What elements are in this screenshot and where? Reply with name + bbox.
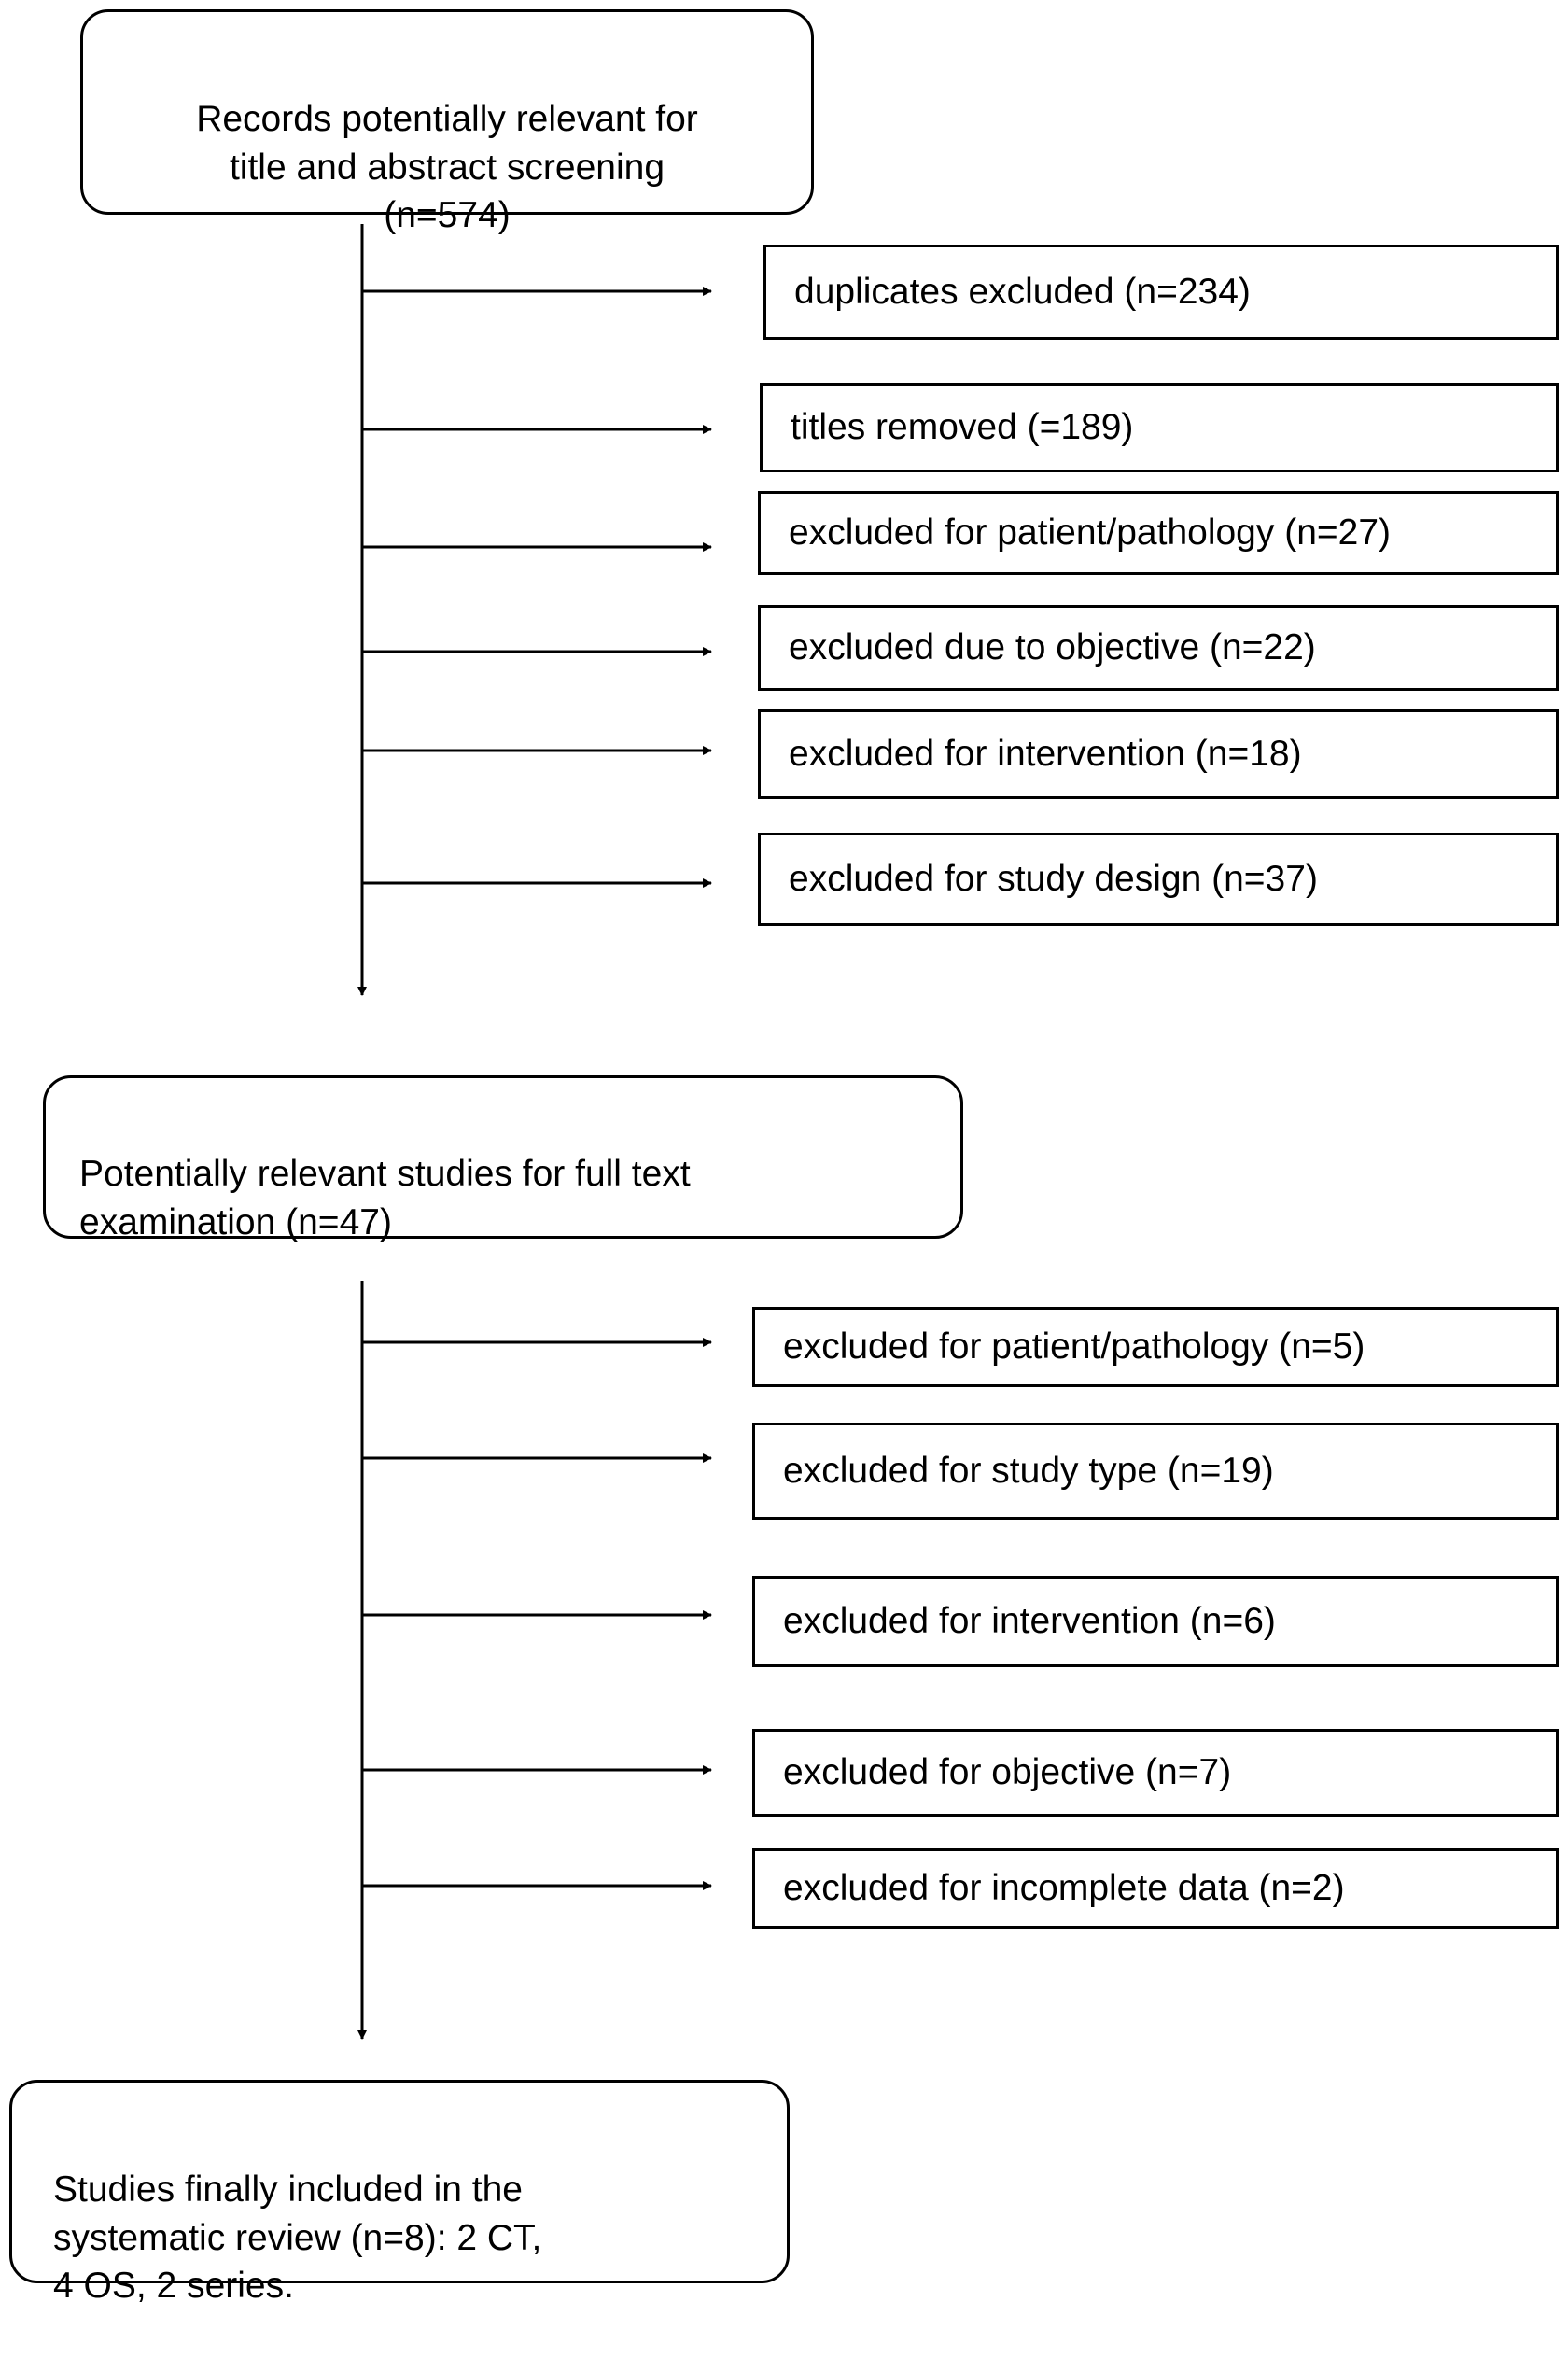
exclusion-box-intervention: excluded for intervention (n=18) <box>758 709 1559 799</box>
exclusion-box-patient-pathology-2: excluded for patient/pathology (n=5) <box>752 1307 1559 1387</box>
exclusion-box-intervention-2: excluded for intervention (n=6) <box>752 1576 1559 1667</box>
flow-connectors <box>357 224 712 2040</box>
exclusion-label: excluded for intervention (n=18) <box>789 734 1302 775</box>
exclusion-box-duplicates: duplicates excluded (n=234) <box>763 245 1559 340</box>
exclusion-label: excluded for incomplete data (n=2) <box>783 1868 1345 1909</box>
studies-included-box: Studies finally included in the systemat… <box>9 2080 790 2306</box>
exclusion-box-incomplete-data: excluded for incomplete data (n=2) <box>752 1848 1559 1929</box>
exclusion-box-objective-2: excluded for objective (n=7) <box>752 1729 1559 1817</box>
exclusion-label: excluded for intervention (n=6) <box>783 1601 1276 1642</box>
exclusion-box-study-design: excluded for study design (n=37) <box>758 833 1559 926</box>
exclusion-box-study-type: excluded for study type (n=19) <box>752 1423 1559 1520</box>
exclusion-box-patient-pathology: excluded for patient/pathology (n=27) <box>758 491 1559 575</box>
exclusion-label: excluded due to objective (n=22) <box>789 627 1316 668</box>
full-text-examination-text: Potentially relevant studies for full te… <box>79 1154 691 1242</box>
exclusion-box-titles: titles removed (=189) <box>760 383 1559 472</box>
exclusion-label: excluded for patient/pathology (n=27) <box>789 512 1392 554</box>
exclusion-label: excluded for study type (n=19) <box>783 1451 1274 1492</box>
studies-included-text: Studies finally included in the systemat… <box>53 2169 542 2307</box>
records-screening-box: Records potentially relevant for title a… <box>80 9 814 235</box>
records-screening-text: Records potentially relevant for title a… <box>196 99 698 236</box>
exclusion-label: duplicates excluded (n=234) <box>794 272 1251 313</box>
exclusion-box-objective: excluded due to objective (n=22) <box>758 605 1559 691</box>
exclusion-label: excluded for patient/pathology (n=5) <box>783 1326 1365 1368</box>
exclusion-label: excluded for study design (n=37) <box>789 859 1318 900</box>
full-text-examination-box: Potentially relevant studies for full te… <box>43 1075 963 1242</box>
exclusion-label: excluded for objective (n=7) <box>783 1752 1232 1793</box>
exclusion-label: titles removed (=189) <box>791 407 1134 448</box>
